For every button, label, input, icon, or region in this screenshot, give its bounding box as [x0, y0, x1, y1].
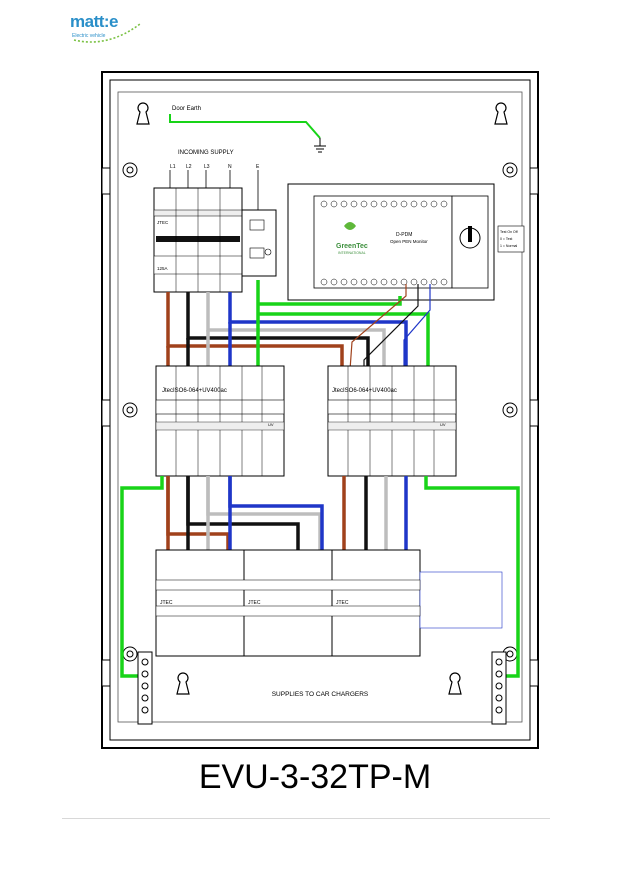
feed-wires [166, 280, 430, 370]
pdm-title: D-PDM [396, 232, 412, 238]
rcbo-model-left: JtecISO6-064+UV400ac [162, 388, 227, 394]
svg-text:Test On Off: Test On Off [500, 230, 518, 234]
earth-loop-left [120, 476, 164, 678]
logo-tagline: Electric vehicle [72, 33, 106, 39]
pdm-subtitle: Open PEN Monitor [390, 239, 428, 244]
door-earth-wire [169, 114, 321, 139]
uv-label: UV [268, 422, 274, 427]
uv-label: UV [440, 422, 446, 427]
pdm-brand-sub: INTERNATIONAL [338, 251, 366, 255]
matte-logo: matt:e Electric vehicle [68, 10, 158, 44]
main-rating: 125A [157, 266, 168, 271]
door-earth-label: Door Earth [172, 106, 201, 112]
supplies-label: SUPPLIES TO CAR CHARGERS [272, 691, 369, 698]
footer-divider [62, 818, 550, 819]
model-number: EVU-3-32TP-M [198, 758, 432, 796]
grommets [122, 162, 518, 662]
wiring-diagram: Door Earth INCOMING SUPPLY L1 L2 L3 N E … [101, 71, 539, 749]
rcbo-model-right: JtecISO6-064+UV400ac [332, 388, 397, 394]
main-brand: JTEC [157, 220, 169, 225]
rcbo-left: JtecISO6-064+UV400ac UV [155, 365, 285, 477]
main-isolator: JTEC 125A [153, 187, 243, 293]
test-box: Test On Off 0 = Test 1 = Normal [497, 225, 525, 253]
earth-loop-right [424, 476, 520, 678]
phase-label: L2 [186, 164, 192, 170]
phase-label: L3 [204, 164, 210, 170]
pdm-brand: GreenTec [336, 243, 368, 250]
incoming-supply-label: INCOMING SUPPLY [178, 150, 234, 156]
greentec-logo-icon [344, 222, 356, 230]
logo-swoosh-icon [73, 23, 141, 43]
mcb-brand: JTEC [336, 600, 349, 606]
earth-terminal-left [137, 651, 153, 725]
rcbo-right: JtecISO6-064+UV400ac UV [327, 365, 457, 477]
pdm-monitor: GreenTec INTERNATIONAL D-PDM Open PEN Mo… [287, 183, 495, 301]
phase-label: N [228, 164, 232, 170]
supply-leads [169, 170, 259, 220]
svg-text:0 = Test: 0 = Test [500, 237, 512, 241]
mounting-holes [136, 102, 508, 695]
signal-wires [349, 284, 431, 371]
phase-label: E [256, 164, 260, 170]
logo-wordmark: matt:e [70, 12, 119, 31]
phase-label: L1 [170, 164, 176, 170]
earth-symbol-icon [314, 138, 326, 153]
svg-text:1 = Normal: 1 = Normal [500, 244, 517, 248]
mcb-brand: JTEC [160, 600, 173, 606]
hinges [101, 167, 539, 687]
mcb-brand: JTEC [248, 600, 261, 606]
earth-terminal-right [491, 651, 507, 725]
rotary-switch-icon [468, 226, 472, 242]
outgoing-wires [166, 476, 408, 550]
surge-unit [241, 209, 277, 277]
backplate [117, 91, 523, 723]
mcb-row: JTEC JTEC JTEC [155, 549, 503, 657]
